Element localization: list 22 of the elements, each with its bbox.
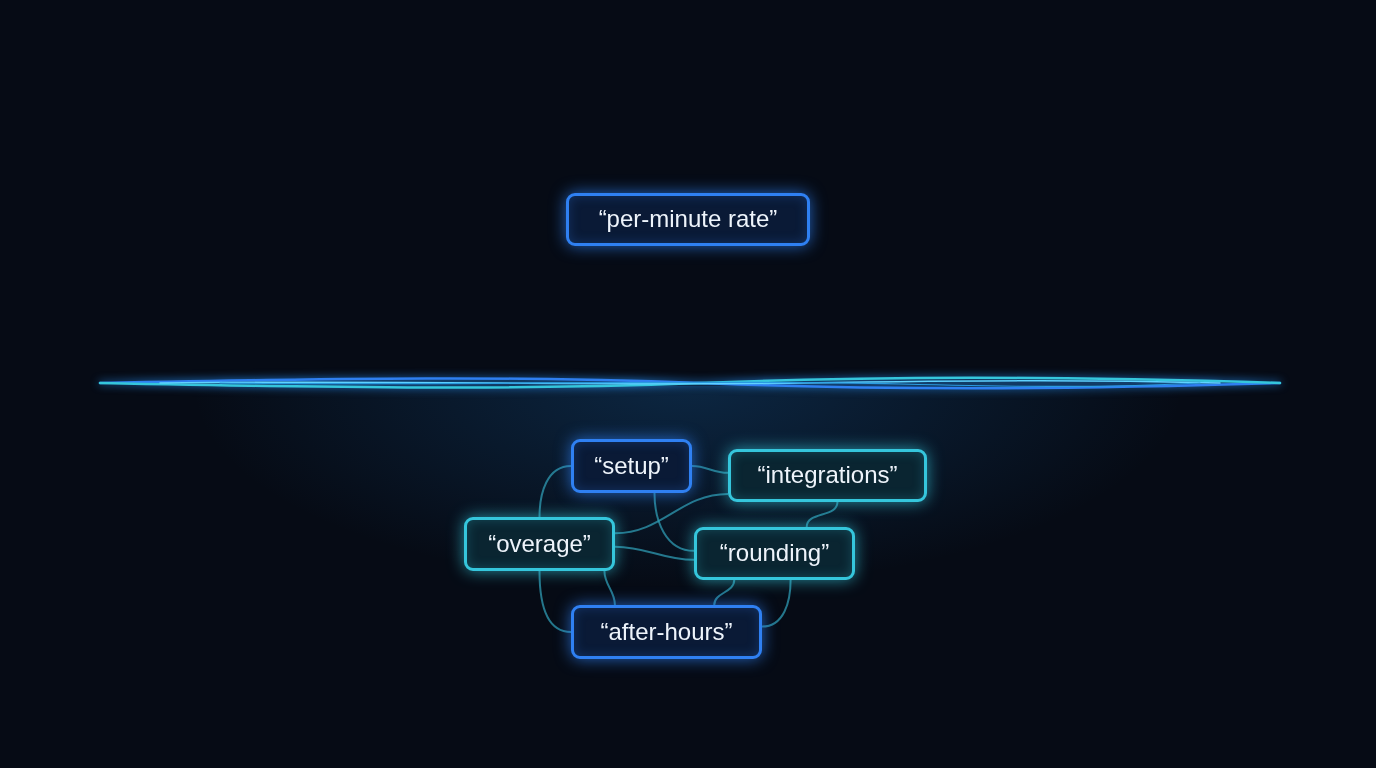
connector-line (653, 492, 695, 552)
term-box (464, 517, 615, 571)
connector-line (713, 579, 736, 606)
term-label: “setup” (594, 451, 669, 481)
term-label: “per-minute rate” (598, 205, 778, 234)
term-box (694, 527, 855, 580)
connector-line (805, 501, 839, 528)
term-box (566, 193, 810, 246)
connector-line (603, 570, 616, 606)
term-label: “integrations” (757, 461, 898, 490)
term-box (571, 605, 762, 659)
term-box (728, 449, 927, 502)
connector-line (761, 579, 792, 628)
term-label: “after-hours” (600, 617, 733, 647)
connector-line (538, 465, 572, 518)
term-label: “rounding” (719, 539, 830, 568)
connector-line (538, 570, 572, 633)
term-label: “overage” (488, 529, 591, 559)
connector-line (614, 493, 729, 535)
connector-line (691, 465, 729, 474)
term-box (571, 439, 692, 493)
connector-line (614, 545, 695, 561)
